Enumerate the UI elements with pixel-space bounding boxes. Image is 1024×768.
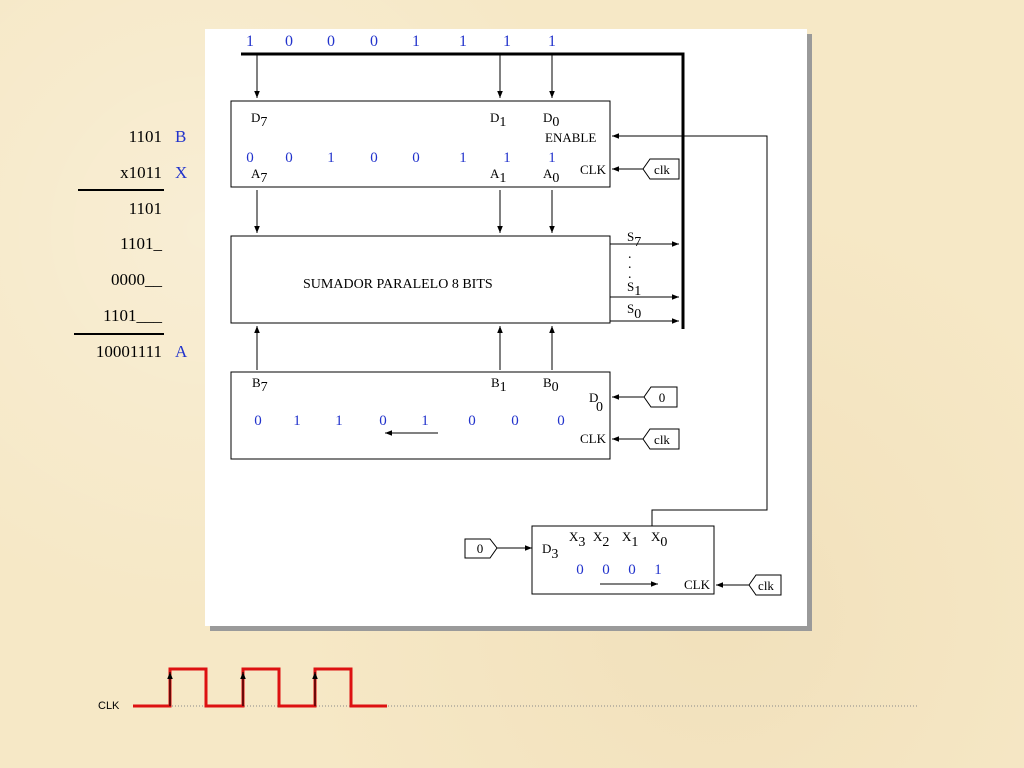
clk-waveform xyxy=(133,667,387,708)
register-b-bit: 0 xyxy=(379,413,387,429)
register-x-bit: 0 xyxy=(628,562,636,578)
mult-partial-3: 0000__ xyxy=(111,270,163,289)
wire-enable xyxy=(612,133,768,526)
adder-dot: . xyxy=(628,257,632,272)
register-a-bit: 1 xyxy=(503,150,511,166)
register-x-bit: 0 xyxy=(602,562,610,578)
register-x-d3: D3 xyxy=(542,541,558,562)
register-x-x3: X3 xyxy=(569,529,585,550)
register-a-a1: A1 xyxy=(490,166,506,186)
register-x: X3 X2 X1 X0 D3 0 0 0 1 CLK xyxy=(531,525,715,595)
bus-bit: 0 xyxy=(285,33,293,50)
zero-tag-x-shape xyxy=(464,538,498,559)
register-a-a0: A0 xyxy=(543,166,559,186)
register-a-d7: D7 xyxy=(251,110,267,130)
register-a-bit: 0 xyxy=(246,150,254,166)
mult-partial-4: 1101___ xyxy=(103,306,162,325)
register-x-bit: 0 xyxy=(576,562,584,578)
clk-tag-b-label: clk xyxy=(654,432,670,447)
register-a-bit: 1 xyxy=(548,150,556,166)
register-a-box xyxy=(230,100,611,188)
zero-tag-x: 0 xyxy=(464,538,532,559)
register-a-d1: D1 xyxy=(490,110,506,130)
multiplication-example: 1101 B x1011 X 1101 1101_ 0000__ 1101___… xyxy=(74,127,188,361)
clk-tag-a-label: clk xyxy=(654,162,670,177)
mult-x-name: X xyxy=(175,163,187,182)
timing-clk-label: CLK xyxy=(98,700,120,712)
clk-tag-x: clk xyxy=(716,574,782,596)
register-a-a7: A7 xyxy=(251,166,267,186)
bus-bit: 1 xyxy=(412,33,420,50)
bus-bit: 1 xyxy=(246,33,254,50)
register-a-bit: 1 xyxy=(327,150,335,166)
register-b-box xyxy=(230,371,611,460)
clk-tag-a: clk xyxy=(612,158,680,180)
clk-tag-b: clk xyxy=(612,428,680,450)
register-x-x0: X0 xyxy=(651,529,667,550)
bus-bit: 0 xyxy=(327,33,335,50)
register-b-bit: 1 xyxy=(335,413,343,429)
mult-x-value: x1011 xyxy=(120,163,162,182)
register-b-bit: 0 xyxy=(511,413,519,429)
register-b-b0: B0 xyxy=(543,375,559,395)
clk-tag-x-label: clk xyxy=(758,578,774,593)
adder-s7: S7 xyxy=(627,229,641,250)
adder-dot: . xyxy=(628,247,632,262)
mult-partial-2: 1101_ xyxy=(120,234,162,253)
register-x-x1: X1 xyxy=(622,529,638,550)
mult-result-name: A xyxy=(175,342,188,361)
register-x-clk-label: CLK xyxy=(684,577,711,592)
bus-line xyxy=(241,52,685,329)
adder-s1: S1 xyxy=(627,279,641,299)
register-a-bit: 0 xyxy=(285,150,293,166)
adder-s0: S0 xyxy=(627,301,641,322)
register-x-x2: X2 xyxy=(593,529,609,550)
register-b-bit: 0 xyxy=(468,413,476,429)
register-x-bit: 1 xyxy=(654,562,662,578)
register-a-bit: 0 xyxy=(412,150,420,166)
clk-tag-a-shape xyxy=(642,158,680,180)
register-b-bit: 1 xyxy=(293,413,301,429)
register-a: D7 D1 D0 ENABLE 0 0 1 0 0 1 1 1 CLK A7 A… xyxy=(230,100,611,188)
register-x-box xyxy=(531,525,715,595)
clk-tag-x-shape xyxy=(748,574,782,596)
register-b-b7: B7 xyxy=(252,375,268,395)
mult-b-name: B xyxy=(175,127,186,146)
zero-tag-x-label: 0 xyxy=(477,541,484,556)
mult-b-value: 1101 xyxy=(129,127,162,146)
adder-label: SUMADOR PARALELO 8 BITS xyxy=(303,277,493,292)
zero-tag-b-label: 0 xyxy=(659,390,666,405)
register-b-bit: 0 xyxy=(254,413,262,429)
parallel-adder: SUMADOR PARALELO 8 BITS S7 . . . S1 S0 xyxy=(230,229,679,324)
adder-box xyxy=(230,235,611,324)
register-b-clk-label: CLK xyxy=(580,431,607,446)
register-b-bit: 0 xyxy=(557,413,565,429)
data-bus: 1 0 0 0 1 1 1 1 xyxy=(241,33,685,329)
zero-tag-b: 0 xyxy=(612,386,678,408)
register-a-bit: 0 xyxy=(370,150,378,166)
timing-diagram: CLK xyxy=(98,667,918,712)
bus-bit: 1 xyxy=(459,33,467,50)
mult-result: 10001111 xyxy=(96,342,162,361)
register-b-b1: B1 xyxy=(491,375,507,395)
register-a-clk-label: CLK xyxy=(580,162,607,177)
mult-partial-1: 1101 xyxy=(129,199,162,218)
zero-tag-b-shape xyxy=(643,386,678,408)
register-a-d0: D0 xyxy=(543,110,559,130)
register-b-bit: 1 xyxy=(421,413,429,429)
register-a-enable-label: ENABLE xyxy=(545,130,596,145)
adder-dot: . xyxy=(628,267,632,282)
register-a-bit: 1 xyxy=(459,150,467,166)
bus-bit: 1 xyxy=(503,33,511,50)
clk-tag-b-shape xyxy=(642,428,680,450)
bus-bit: 0 xyxy=(370,33,378,50)
bus-bit: 1 xyxy=(548,33,556,50)
